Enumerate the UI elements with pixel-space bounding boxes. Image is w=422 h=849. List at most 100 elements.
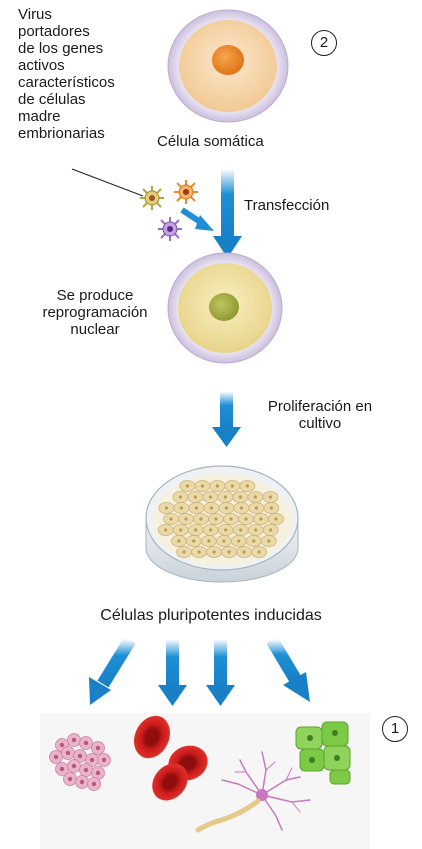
dish-cell-nucleus xyxy=(179,506,183,510)
dish-cell-nucleus xyxy=(169,517,173,521)
epithelial-cell-nucleus xyxy=(77,753,83,759)
epithelial-cell-nucleus xyxy=(71,763,77,769)
transfection-label: Transfección xyxy=(244,197,330,214)
arrow-icon xyxy=(213,170,242,258)
dish-cell-nucleus xyxy=(253,495,257,499)
arrow-icon xyxy=(266,636,310,702)
dish-cell-nucleus xyxy=(268,495,272,499)
dish-cell-nucleus xyxy=(177,539,181,543)
arrow-icon xyxy=(158,640,187,706)
dish-cell-nucleus xyxy=(224,528,228,532)
dish-cell-nucleus xyxy=(164,528,168,532)
epithelial-cell-nucleus xyxy=(101,757,107,763)
virus-label-line: activos xyxy=(18,57,65,74)
epithelial-cell-nucleus xyxy=(65,750,71,756)
petri-dish-icon xyxy=(145,465,299,583)
dish-cell-nucleus xyxy=(230,484,234,488)
dish-cell-nucleus xyxy=(207,539,211,543)
ipsc-label: Células pluripotentes inducidas xyxy=(100,607,322,624)
virus-label-line: característicos xyxy=(18,74,115,91)
epithelial-cell-nucleus xyxy=(59,766,65,772)
dish-cell-nucleus xyxy=(182,550,186,554)
dish-cell-nucleus xyxy=(200,484,204,488)
dish-cell-nucleus xyxy=(245,484,249,488)
dish-cell-nucleus xyxy=(227,550,231,554)
virus-leader-line xyxy=(71,168,144,197)
epithelial-cell-nucleus xyxy=(67,776,73,782)
dish-cell-nucleus xyxy=(194,528,198,532)
dish-cell-nucleus xyxy=(238,495,242,499)
dish-cell-nucleus xyxy=(223,495,227,499)
dish-cell-nucleus xyxy=(209,528,213,532)
dish-cell-nucleus xyxy=(237,539,241,543)
dish-cell-nucleus xyxy=(179,528,183,532)
virus-label-line: madre xyxy=(18,108,61,125)
reprogramming-label-line: nuclear xyxy=(70,321,120,338)
dish-cell-nucleus xyxy=(192,539,196,543)
dish-cell-nucleus xyxy=(184,517,188,521)
arrow-icon xyxy=(206,640,235,706)
dish-cell-nucleus xyxy=(199,517,203,521)
reprogramming-label-line: Se produce xyxy=(56,287,134,304)
dish-cell-nucleus xyxy=(267,539,271,543)
arrow-icon xyxy=(89,636,136,705)
dish-cell-nucleus xyxy=(209,506,213,510)
dish-cell-nucleus xyxy=(254,506,258,510)
dish-cell-nucleus xyxy=(224,506,228,510)
neuron-icon xyxy=(195,751,311,833)
reprogramming-label: Se produce reprogramación nuclear xyxy=(20,287,170,338)
dish-cell-nucleus xyxy=(212,550,216,554)
arrow-icon xyxy=(180,207,214,231)
epithelial-cell-nucleus xyxy=(53,754,59,760)
epithelial-cell-nucleus xyxy=(83,740,89,746)
dish-cell-nucleus xyxy=(164,506,168,510)
virus-label-line: de los genes xyxy=(18,40,104,57)
somatic-cell-icon xyxy=(167,9,289,123)
step-badge-2: 2 xyxy=(311,30,337,56)
dish-cell-nucleus xyxy=(193,495,197,499)
dish-cell-nucleus xyxy=(269,506,273,510)
dish-cell-nucleus xyxy=(214,517,218,521)
epithelial-cell-nucleus xyxy=(59,742,65,748)
epithelial-cell-nucleus xyxy=(91,781,97,787)
proliferation-label-line: cultivo xyxy=(298,415,342,432)
virus-label-line: portadores xyxy=(18,23,90,40)
epithelial-cell-nucleus xyxy=(89,757,95,763)
red-blood-cells-icon xyxy=(134,715,208,801)
dish-cell-nucleus xyxy=(239,528,243,532)
dish-cell-nucleus xyxy=(269,528,273,532)
dish-cell-nucleus xyxy=(242,550,246,554)
dish-cell-nucleus xyxy=(208,495,212,499)
reprogrammed-cell-icon xyxy=(167,252,283,364)
virus-label-line: embrionarias xyxy=(18,125,105,142)
dish-cell-nucleus xyxy=(185,484,189,488)
cardiac-cells-icon xyxy=(295,721,351,785)
dish-cell-nucleus xyxy=(259,517,263,521)
dish-cell-nucleus xyxy=(215,484,219,488)
proliferation-label-line: Proliferación en xyxy=(267,398,373,415)
dish-cell-nucleus xyxy=(244,517,248,521)
somatic-cell-label: Célula somática xyxy=(157,133,264,150)
virus-label: Virus portadores de los genes activos ca… xyxy=(18,6,158,142)
step-badge-1: 1 xyxy=(382,716,408,742)
epithelial-cell-nucleus xyxy=(95,745,101,751)
virus-label-line: Virus xyxy=(18,6,52,23)
dish-cell-nucleus xyxy=(194,506,198,510)
epithelial-cells-icon xyxy=(49,733,111,791)
dish-cell-nucleus xyxy=(257,550,261,554)
dish-cell-nucleus xyxy=(229,517,233,521)
dish-cell-nucleus xyxy=(178,495,182,499)
proliferation-label: Proliferación en cultivo xyxy=(245,398,395,432)
arrow-icon xyxy=(212,392,241,447)
reprogramming-label-line: reprogramación xyxy=(42,304,148,321)
dish-cell-nucleus xyxy=(274,517,278,521)
dish-cell-nucleus xyxy=(254,528,258,532)
epithelial-cell-nucleus xyxy=(95,770,101,776)
epithelial-cell-nucleus xyxy=(79,779,85,785)
dish-cell-nucleus xyxy=(239,506,243,510)
dish-cell-nucleus xyxy=(252,539,256,543)
epithelial-cell-nucleus xyxy=(83,767,89,773)
dish-cell-nucleus xyxy=(222,539,226,543)
virus-label-line: de células xyxy=(18,91,86,108)
